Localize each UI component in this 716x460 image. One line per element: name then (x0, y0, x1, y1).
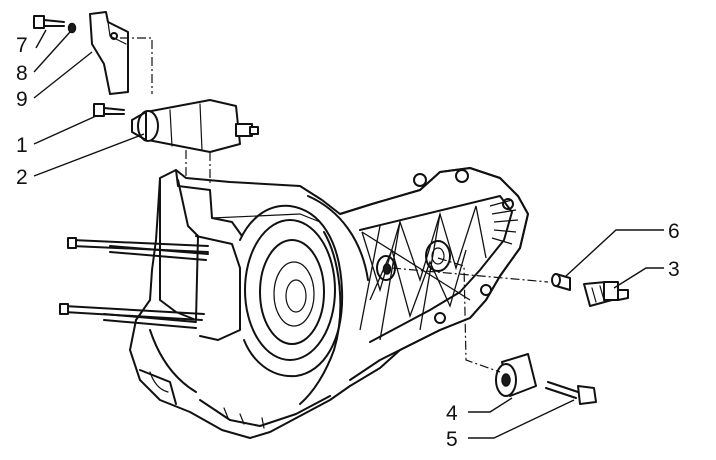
callout-labels: 7 8 9 1 2 6 3 4 5 (16, 34, 680, 451)
callout-6: 6 (668, 220, 680, 243)
callout-3: 3 (668, 258, 680, 281)
callout-8: 8 (16, 62, 28, 85)
fasteners-upper (33, 15, 125, 117)
bush-and-sensor (551, 273, 629, 307)
starter-motor (131, 99, 259, 153)
callout-7: 7 (16, 34, 28, 57)
mounting-bracket (89, 11, 129, 95)
callout-1: 1 (16, 134, 28, 157)
crankcase-studs (59, 237, 209, 329)
assembly-axes (120, 37, 549, 373)
callout-4: 4 (446, 402, 458, 425)
crankcase-housing (129, 167, 529, 439)
leader-lines (33, 29, 664, 439)
callout-2: 2 (16, 166, 28, 189)
callout-9: 9 (16, 88, 28, 111)
callout-5: 5 (446, 428, 458, 451)
roller-and-bolt (495, 353, 597, 405)
